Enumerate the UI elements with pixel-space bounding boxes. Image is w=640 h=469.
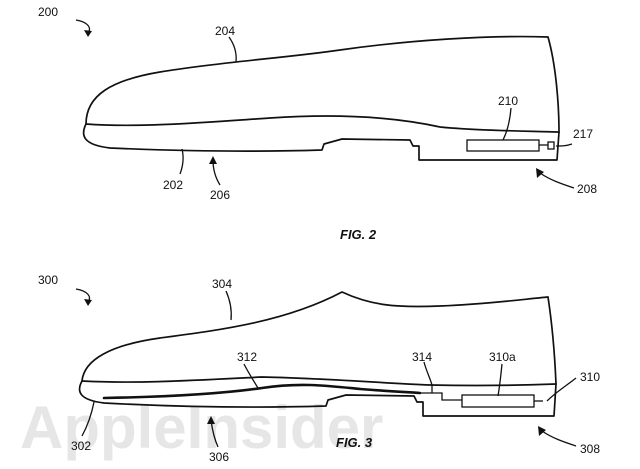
fig3-outsole bbox=[78, 380, 557, 417]
fig2-bottom-arrow bbox=[209, 156, 217, 164]
fig3-upper-leader bbox=[225, 290, 232, 321]
fig3-ref-heel: 308 bbox=[580, 442, 600, 456]
fig3-upper-outline bbox=[81, 291, 557, 385]
fig2-leaders bbox=[75, 19, 575, 189]
fig2-outsole bbox=[82, 123, 560, 161]
fig3-ref-channel: 312 bbox=[237, 350, 257, 364]
watermark-text: AppleInsider bbox=[20, 394, 383, 461]
fig2-caption: FIG. 2 bbox=[340, 227, 377, 242]
fig2-module-leader bbox=[502, 107, 512, 141]
fig2-sole-top bbox=[85, 115, 560, 133]
fig3-sole-top bbox=[81, 376, 557, 387]
fig3-ref-sole: 302 bbox=[71, 439, 91, 453]
fig2-upper-leader bbox=[228, 36, 237, 63]
fig3-bottom-arrow bbox=[207, 416, 215, 424]
fig2-ref-heel: 208 bbox=[577, 182, 597, 196]
fig2-connector bbox=[547, 141, 555, 150]
fig3-leaders bbox=[75, 288, 577, 448]
fig3-channel bbox=[102, 383, 422, 400]
fig3-heel-leader bbox=[541, 430, 577, 447]
fig2-upper-outline bbox=[85, 35, 560, 133]
fig2-ref-bottom: 206 bbox=[210, 188, 230, 202]
fig3-caption: FIG. 3 bbox=[336, 435, 373, 450]
fig3-ref-main: 300 bbox=[38, 273, 58, 287]
fig3-module-a-leader bbox=[497, 363, 503, 397]
fig2-heel-arrow bbox=[536, 168, 544, 178]
fig2-ref-upper: 204 bbox=[215, 24, 235, 38]
fig2-shoe bbox=[82, 35, 560, 161]
fig2-ref-connector: 217 bbox=[573, 127, 593, 141]
fig3-ref-module-a: 310a bbox=[489, 350, 516, 364]
fig3-main-arrow bbox=[84, 299, 92, 306]
fig2-ref-module: 210 bbox=[498, 94, 518, 108]
fig3-module bbox=[461, 394, 535, 408]
fig3-sole-leader bbox=[81, 401, 95, 437]
fig2-main-arrow bbox=[84, 30, 92, 37]
fig2-heel-leader bbox=[539, 172, 575, 189]
fig3-post-wire bbox=[420, 385, 462, 401]
fig2-ref-sole: 202 bbox=[163, 178, 183, 192]
fig3-channel-leader bbox=[243, 363, 259, 389]
fig2-module bbox=[466, 139, 540, 152]
fig2-connector-leader bbox=[555, 143, 573, 147]
fig3-ref-module: 310 bbox=[580, 370, 600, 384]
fig2-sole-leader bbox=[179, 148, 184, 175]
fig3-ref-upper: 304 bbox=[212, 277, 232, 291]
fig3-post-leader bbox=[423, 361, 433, 386]
fig3-module-leader bbox=[546, 377, 577, 402]
fig3-ref-bottom: 306 bbox=[209, 450, 229, 464]
fig3-heel-arrow bbox=[538, 426, 546, 436]
fig2-ref-main: 200 bbox=[38, 5, 58, 19]
fig3-ref-post: 314 bbox=[412, 350, 432, 364]
